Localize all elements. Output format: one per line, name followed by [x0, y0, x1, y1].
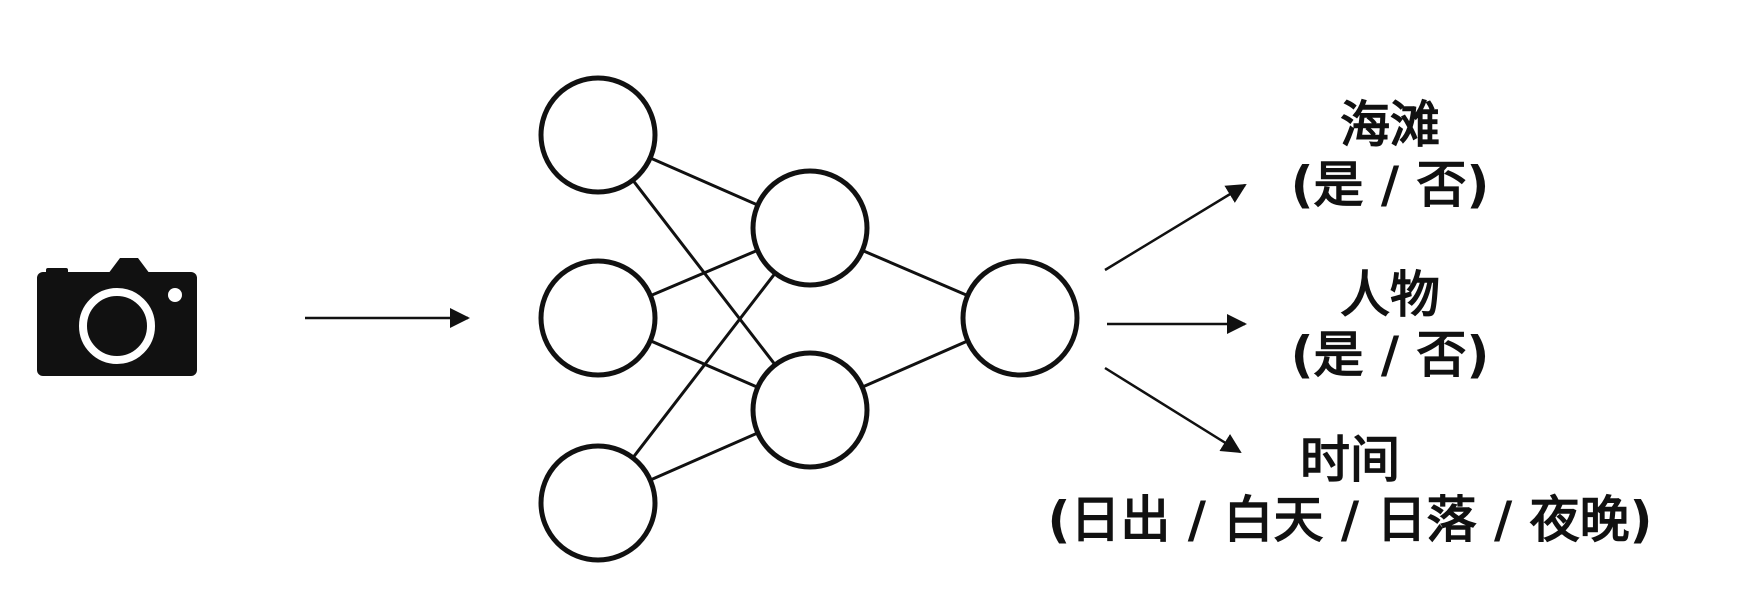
output-options: (日出 / 白天 / 日落 / 夜晚) [1047, 491, 1653, 549]
camera-icon [37, 258, 197, 376]
neuron-layer0-0 [538, 75, 658, 195]
neuron-layer1-0 [750, 168, 870, 288]
network-neurons [538, 75, 1080, 563]
neuron-layer0-1 [538, 258, 658, 378]
output-options: (是 / 否) [1290, 156, 1490, 214]
output-label-people: 人物 (是 / 否) [1240, 270, 1540, 380]
neuron-layer1-1 [750, 350, 870, 470]
output-title: 时间 [1300, 431, 1400, 489]
neuron-layer0-2 [538, 443, 658, 563]
output-arrow-time [1104, 366, 1242, 454]
output-label-beach: 海滩 (是 / 否) [1240, 100, 1540, 210]
neuron-layer2-0 [960, 258, 1080, 378]
output-options: (是 / 否) [1290, 326, 1490, 384]
output-title: 人物 [1340, 266, 1440, 324]
output-title: 海滩 [1340, 96, 1440, 154]
output-label-time: 时间 (日出 / 白天 / 日落 / 夜晚) [1000, 435, 1700, 545]
output-arrow-beach [1104, 183, 1247, 272]
